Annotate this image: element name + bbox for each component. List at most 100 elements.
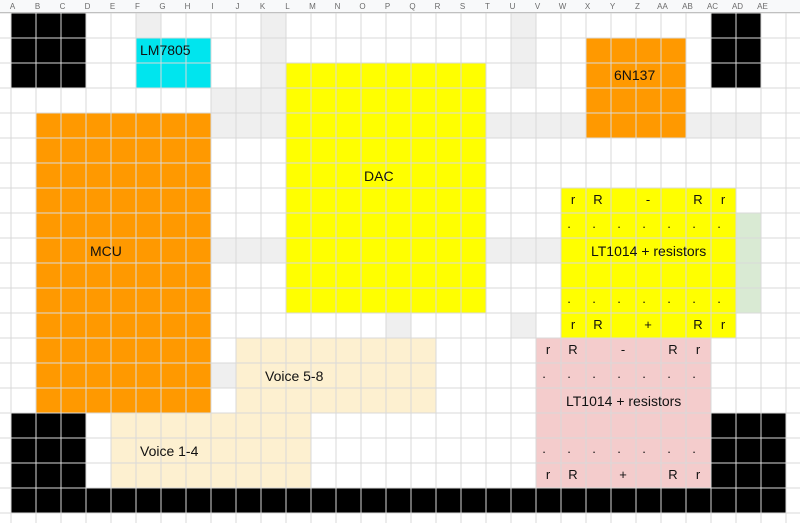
column-header-d[interactable]: D	[84, 2, 91, 11]
pin-dot: .	[667, 441, 671, 456]
pin-mark: r	[545, 342, 551, 357]
pin-dot: .	[642, 441, 646, 456]
voice-5-8-label: Voice 5-8	[265, 368, 324, 384]
black-region-bottom-left	[11, 413, 86, 513]
lt1014-upper-label: LT1014 + resistors	[591, 243, 707, 259]
pin-mark: r	[695, 342, 701, 357]
black-strip-bottom	[86, 488, 711, 513]
black-corner-top-right	[711, 13, 761, 88]
pin-dot: .	[567, 216, 571, 231]
pin-dot: .	[592, 441, 596, 456]
pin-dot: .	[692, 216, 696, 231]
pin-dot: .	[717, 216, 721, 231]
column-header-ad[interactable]: AD	[731, 2, 744, 11]
column-header-m[interactable]: M	[309, 2, 316, 11]
opto-6n137-block[interactable]	[586, 38, 686, 138]
pin-dot: .	[692, 441, 696, 456]
column-header-e[interactable]: E	[109, 2, 116, 11]
pin-mark: R	[668, 467, 678, 482]
column-header-ac[interactable]: AC	[706, 2, 719, 11]
column-header-p[interactable]: P	[384, 2, 391, 11]
pin-mark: r	[720, 192, 726, 207]
pin-dot: .	[642, 366, 646, 381]
shaded-cell	[511, 313, 536, 338]
column-header-w[interactable]: W	[558, 2, 567, 11]
column-header-a[interactable]: A	[9, 2, 16, 11]
pin-mark: r	[545, 467, 551, 482]
shaded-cell	[261, 13, 286, 88]
pin-mark: +	[644, 317, 652, 332]
column-header-x[interactable]: X	[584, 2, 591, 11]
column-header-i[interactable]: I	[211, 2, 214, 11]
shaded-cell	[486, 113, 586, 138]
pin-dot: .	[567, 441, 571, 456]
lt1014-lower-block[interactable]	[536, 338, 711, 488]
shaded-cell	[386, 313, 411, 338]
pin-dot: .	[717, 291, 721, 306]
pin-dot: .	[592, 291, 596, 306]
column-header-l[interactable]: L	[285, 2, 290, 11]
column-header-t[interactable]: T	[485, 2, 490, 11]
pin-mark: r	[720, 317, 726, 332]
shaded-cell	[211, 113, 286, 138]
column-header-k[interactable]: K	[259, 2, 266, 11]
column-header-q[interactable]: Q	[409, 2, 416, 11]
column-header-g[interactable]: G	[159, 2, 166, 11]
column-header-b[interactable]: B	[34, 2, 41, 11]
black-corner-top-left	[11, 13, 86, 88]
shaded-cell	[211, 88, 286, 113]
pin-mark: R	[568, 342, 578, 357]
pin-dot: .	[692, 291, 696, 306]
column-header-y[interactable]: Y	[609, 2, 616, 11]
column-header-o[interactable]: O	[359, 2, 366, 11]
column-header-f[interactable]: F	[135, 2, 140, 11]
pin-dot: .	[667, 216, 671, 231]
dac-block[interactable]	[286, 63, 486, 313]
mcu-block[interactable]	[36, 113, 211, 413]
lm7805-label: LM7805	[140, 42, 191, 58]
pin-dot: .	[592, 216, 596, 231]
pin-mark: -	[620, 342, 626, 357]
lt1014-lower-label: LT1014 + resistors	[566, 393, 682, 409]
pin-dot: .	[692, 366, 696, 381]
column-header-c[interactable]: C	[59, 2, 66, 11]
pin-dot: .	[617, 366, 621, 381]
pin-dot: .	[592, 366, 596, 381]
column-header-bar	[0, 0, 800, 13]
column-header-u[interactable]: U	[509, 2, 516, 11]
column-header-n[interactable]: N	[334, 2, 341, 11]
column-header-z[interactable]: Z	[635, 2, 640, 11]
column-header-aa[interactable]: AA	[657, 2, 668, 11]
green-strip	[736, 213, 761, 313]
lt1014-upper-block[interactable]	[561, 188, 736, 338]
dac-label: DAC	[364, 168, 394, 184]
shaded-cell	[686, 113, 761, 138]
pin-mark: R	[668, 342, 678, 357]
black-region-bottom-right	[711, 413, 786, 513]
pin-mark: R	[593, 317, 603, 332]
column-header-j[interactable]: J	[235, 2, 240, 11]
pin-dot: .	[642, 216, 646, 231]
pin-dot: .	[667, 366, 671, 381]
mcu-label: MCU	[90, 243, 122, 259]
pin-mark: R	[568, 467, 578, 482]
pin-mark: r	[570, 317, 576, 332]
shaded-cell	[511, 13, 536, 88]
pin-dot: .	[542, 441, 546, 456]
pin-mark: +	[619, 467, 627, 482]
pin-mark: r	[570, 192, 576, 207]
pin-mark: R	[693, 317, 703, 332]
column-header-ab[interactable]: AB	[682, 2, 693, 11]
pin-dot: .	[617, 216, 621, 231]
column-header-v[interactable]: V	[534, 2, 541, 11]
voice-1-4-label: Voice 1-4	[140, 443, 199, 459]
column-header-s[interactable]: S	[459, 2, 466, 11]
column-header-r[interactable]: R	[434, 2, 441, 11]
column-header-ae[interactable]: AE	[757, 2, 768, 11]
shaded-cell	[211, 238, 286, 263]
column-header-h[interactable]: H	[184, 2, 191, 11]
pin-dot: .	[567, 366, 571, 381]
opto-label: 6N137	[614, 67, 656, 83]
shaded-cell	[136, 13, 161, 38]
